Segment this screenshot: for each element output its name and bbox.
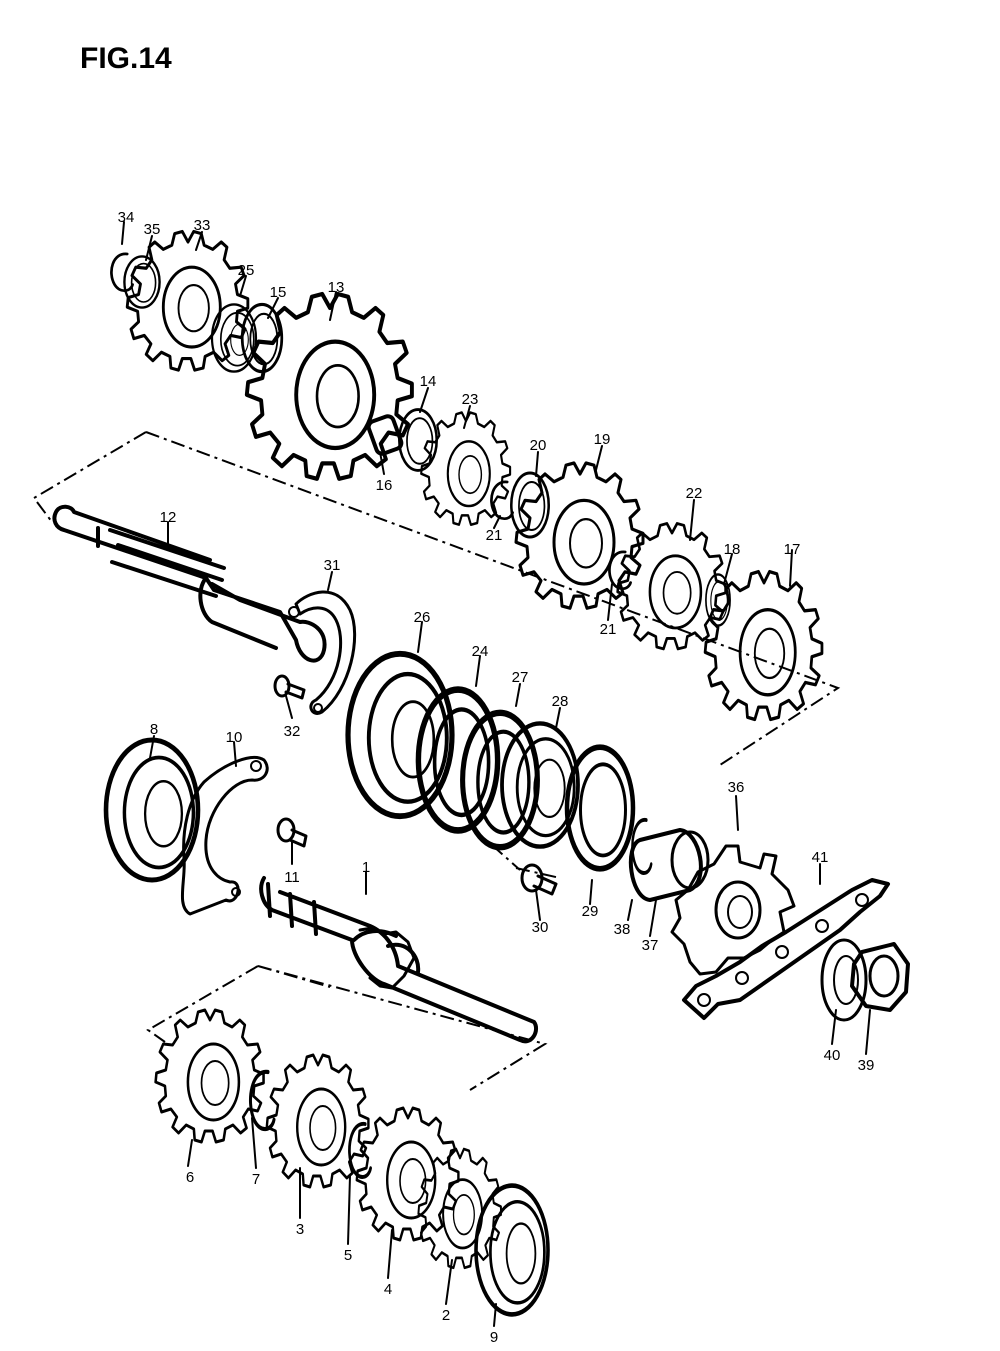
part-number: 6 bbox=[186, 1169, 194, 1186]
driveshaft-1 bbox=[259, 876, 539, 1044]
part-number: 41 bbox=[812, 849, 829, 866]
part-number: 36 bbox=[728, 779, 745, 796]
part-number: 19 bbox=[594, 431, 611, 448]
bearing-retainer-31 bbox=[288, 590, 357, 715]
washer-35 bbox=[123, 255, 161, 309]
leader-lines bbox=[121, 221, 871, 1327]
part-number: 32 bbox=[284, 723, 301, 740]
part-number: 10 bbox=[226, 729, 243, 746]
ring-27 bbox=[463, 713, 538, 847]
part-number: 27 bbox=[512, 669, 529, 686]
gear-6 bbox=[154, 1008, 266, 1144]
bearing-retainer-10 bbox=[180, 755, 269, 916]
part-number: 17 bbox=[784, 541, 801, 558]
part-number: 9 bbox=[490, 1329, 498, 1346]
part-number: 29 bbox=[582, 903, 599, 920]
part-number: 21 bbox=[600, 621, 617, 638]
part-number: 33 bbox=[194, 217, 211, 234]
part-number-labels: 34 35 33 25 15 13 14 23 16 20 19 21 22 1… bbox=[118, 209, 875, 1346]
part-number: 3 bbox=[296, 1221, 304, 1238]
part-number: 21 bbox=[486, 527, 503, 544]
part-number: 30 bbox=[532, 919, 549, 936]
part-number: 34 bbox=[118, 209, 135, 226]
bearing-26 bbox=[348, 654, 452, 816]
part-number: 2 bbox=[442, 1307, 450, 1324]
collar-37 bbox=[628, 828, 710, 902]
part-number: 1 bbox=[362, 859, 370, 876]
part-number: 40 bbox=[824, 1047, 841, 1064]
part-number: 31 bbox=[324, 557, 341, 574]
lock-washer-40 bbox=[820, 938, 868, 1022]
part-number: 23 bbox=[462, 391, 479, 408]
part-number: 39 bbox=[858, 1057, 875, 1074]
part-number: 28 bbox=[552, 693, 569, 710]
circlip-7 bbox=[250, 1072, 274, 1129]
driveshaft-gear-group-outline bbox=[146, 965, 548, 1091]
part-number: 11 bbox=[284, 869, 300, 886]
part-number: 16 bbox=[376, 477, 393, 494]
part-number: 18 bbox=[724, 541, 741, 558]
part-number: 8 bbox=[150, 721, 158, 738]
bolt-30 bbox=[520, 863, 558, 896]
part-number: 20 bbox=[530, 437, 547, 454]
part-number: 24 bbox=[472, 643, 489, 660]
part-number: 37 bbox=[642, 937, 659, 954]
clip-34 bbox=[110, 252, 134, 293]
gear-22 bbox=[616, 522, 727, 651]
part-number: 38 bbox=[614, 921, 631, 938]
part-number: 5 bbox=[344, 1247, 352, 1264]
part-number: 4 bbox=[384, 1281, 392, 1298]
part-number: 15 bbox=[270, 284, 287, 301]
gear-33 bbox=[125, 229, 250, 372]
screw-11 bbox=[276, 817, 308, 848]
part-number: 14 bbox=[420, 373, 437, 390]
part-number: 25 bbox=[238, 262, 255, 279]
part-number: 13 bbox=[328, 279, 345, 296]
washer-20 bbox=[509, 471, 551, 539]
gear-2 bbox=[417, 1147, 503, 1270]
figure-title: FIG.14 bbox=[80, 42, 172, 75]
countershaft-group-outline bbox=[32, 431, 841, 766]
screw-32 bbox=[273, 674, 306, 700]
countershaft-12 bbox=[52, 504, 327, 663]
washer-14 bbox=[397, 408, 439, 472]
part-number: 26 bbox=[414, 609, 431, 626]
part-number: 7 bbox=[252, 1171, 260, 1188]
part-number: 35 bbox=[144, 221, 161, 238]
drive-chain-41 bbox=[682, 878, 890, 1020]
part-number: 22 bbox=[686, 485, 703, 502]
nut-39 bbox=[850, 942, 910, 1012]
part-number: 12 bbox=[160, 509, 177, 526]
needle-bearing-16 bbox=[366, 414, 404, 456]
